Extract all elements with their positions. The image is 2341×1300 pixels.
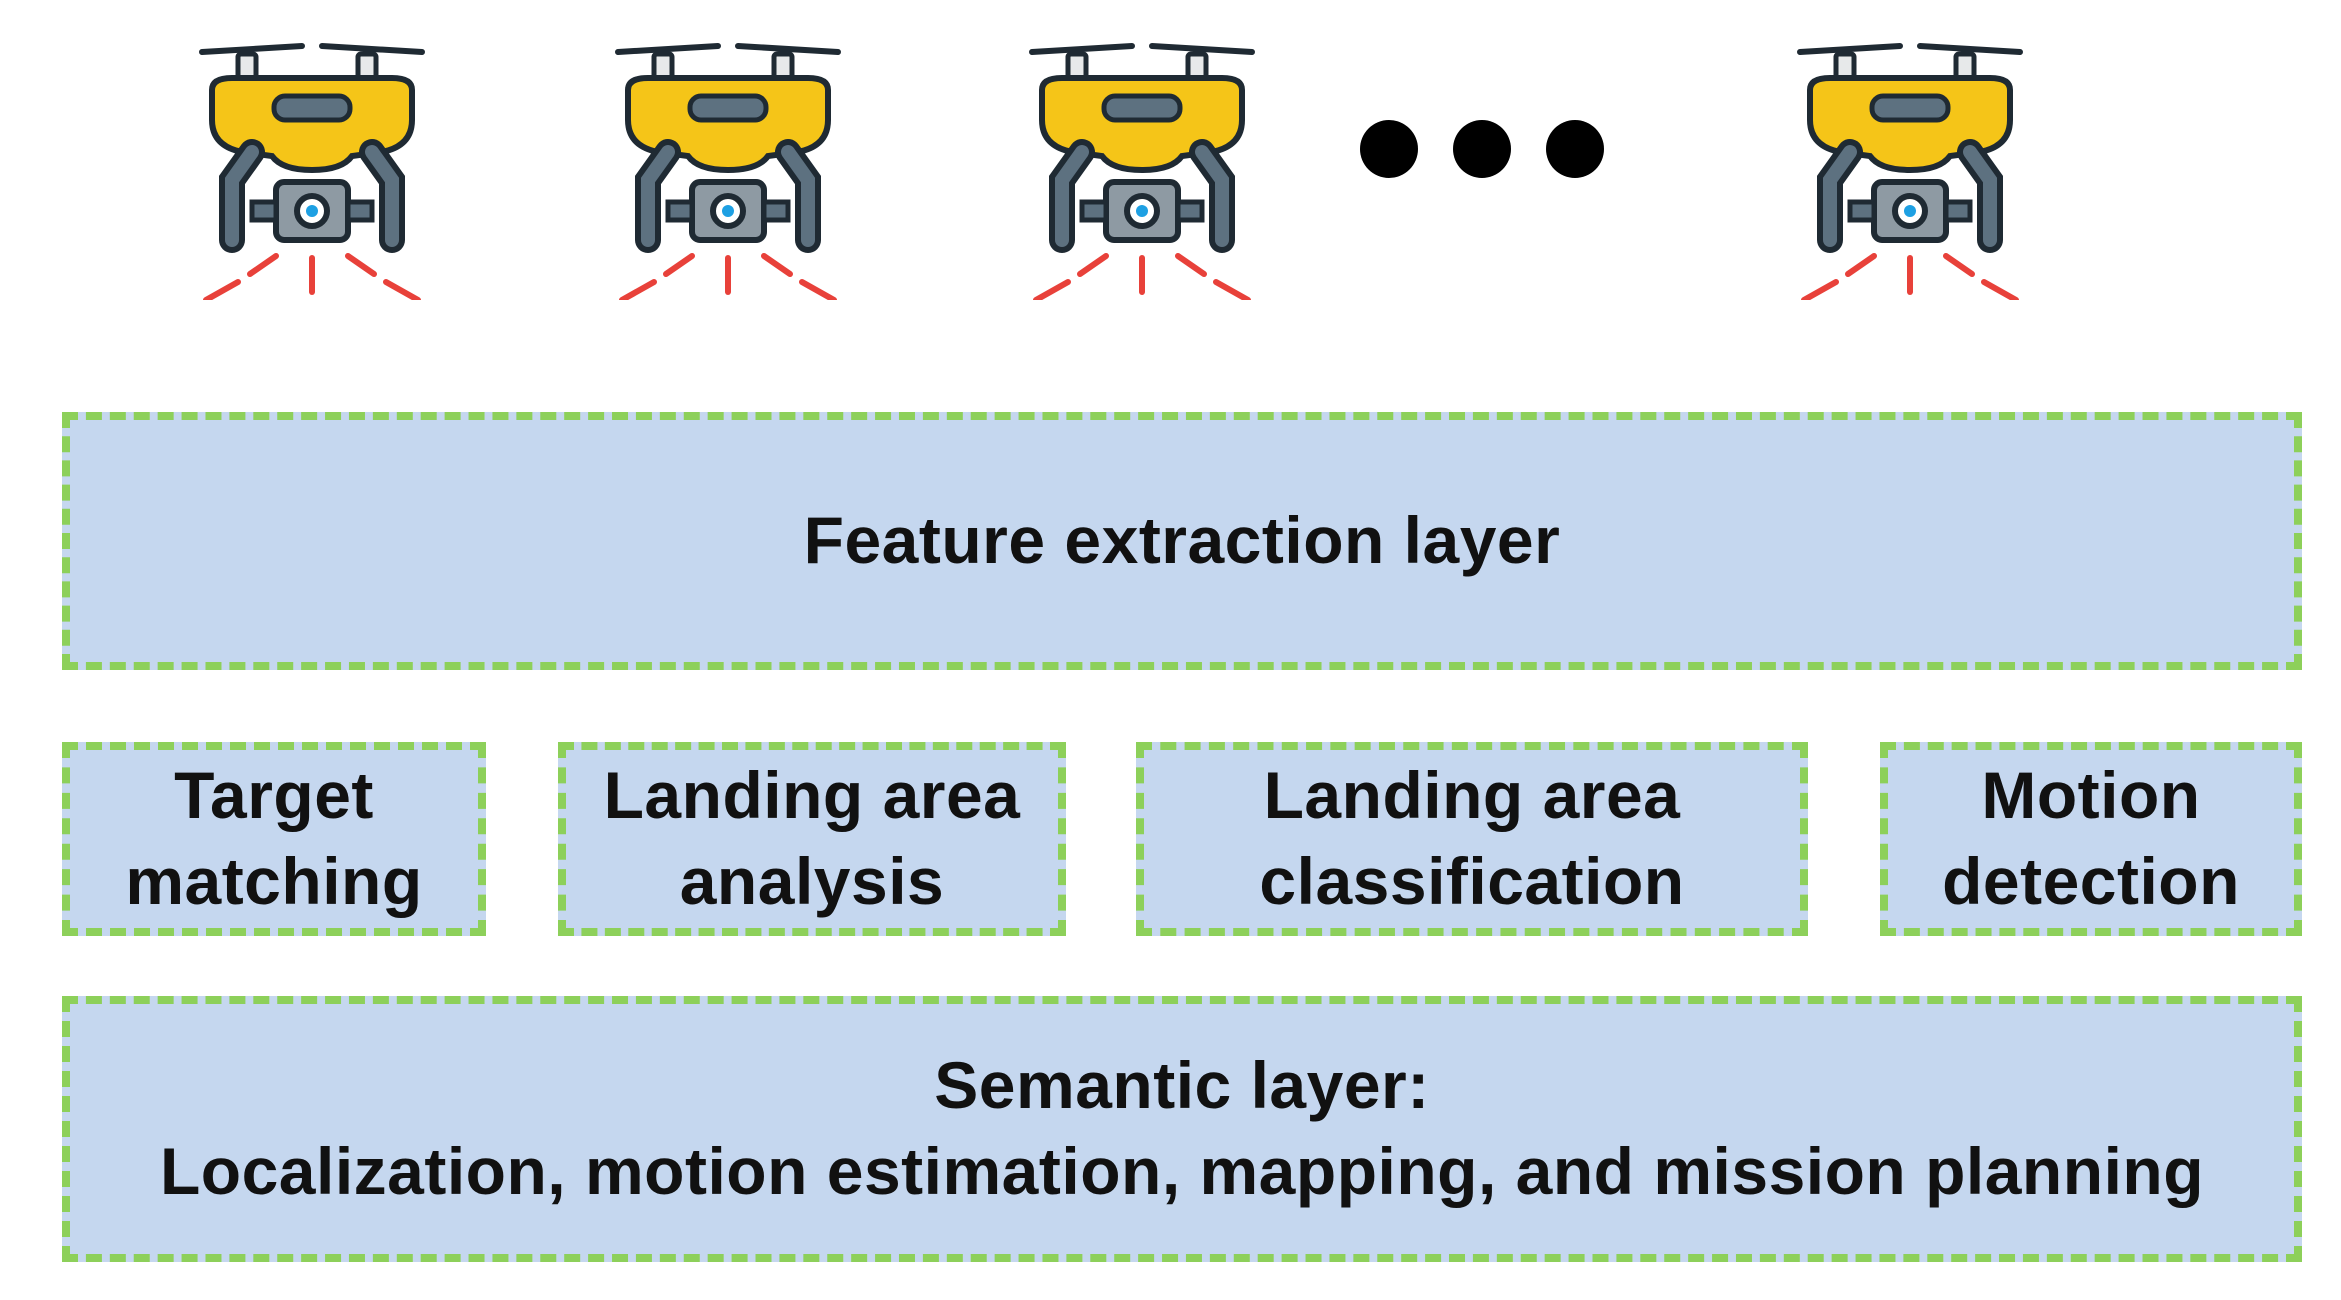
landing-area-analysis-box: Landing area analysis xyxy=(558,742,1066,936)
drone-icon xyxy=(615,43,841,300)
semantic-layer-title: Semantic layer: xyxy=(934,1048,1430,1123)
ellipsis-dot xyxy=(1546,120,1604,178)
task-label-line2: detection xyxy=(1942,844,2240,918)
ellipsis-dot xyxy=(1453,120,1511,178)
drone-icon xyxy=(1797,43,2023,300)
ellipsis-dot xyxy=(1360,120,1418,178)
drone-icon xyxy=(1029,43,1255,300)
feature-extraction-layer-label: Feature extraction layer xyxy=(803,503,1561,578)
semantic-layer-description: Localization, motion estimation, mapping… xyxy=(159,1134,2205,1208)
task-label-line1: Motion xyxy=(1981,758,2201,833)
task-label-line1: Landing area xyxy=(1263,758,1681,833)
feature-extraction-layer-box: Feature extraction layer xyxy=(62,412,2302,670)
task-label-line1: Target xyxy=(174,758,374,833)
ellipsis-icon xyxy=(1360,120,1620,190)
task-label-line1: Landing area xyxy=(603,758,1021,833)
task-label-line2: classification xyxy=(1259,844,1685,918)
drone-2 xyxy=(608,30,848,300)
drone-3 xyxy=(1022,30,1262,300)
target-matching-box: Target matching xyxy=(62,742,486,936)
semantic-layer-box: Semantic layer: Localization, motion est… xyxy=(62,996,2302,1262)
drone-icon xyxy=(199,43,425,300)
drone-4 xyxy=(1790,30,2030,300)
motion-detection-box: Motion detection xyxy=(1880,742,2302,936)
task-label-line2: matching xyxy=(125,844,423,918)
drone-1 xyxy=(192,30,432,300)
landing-area-classification-box: Landing area classification xyxy=(1136,742,1808,936)
task-label-line2: analysis xyxy=(679,844,945,918)
